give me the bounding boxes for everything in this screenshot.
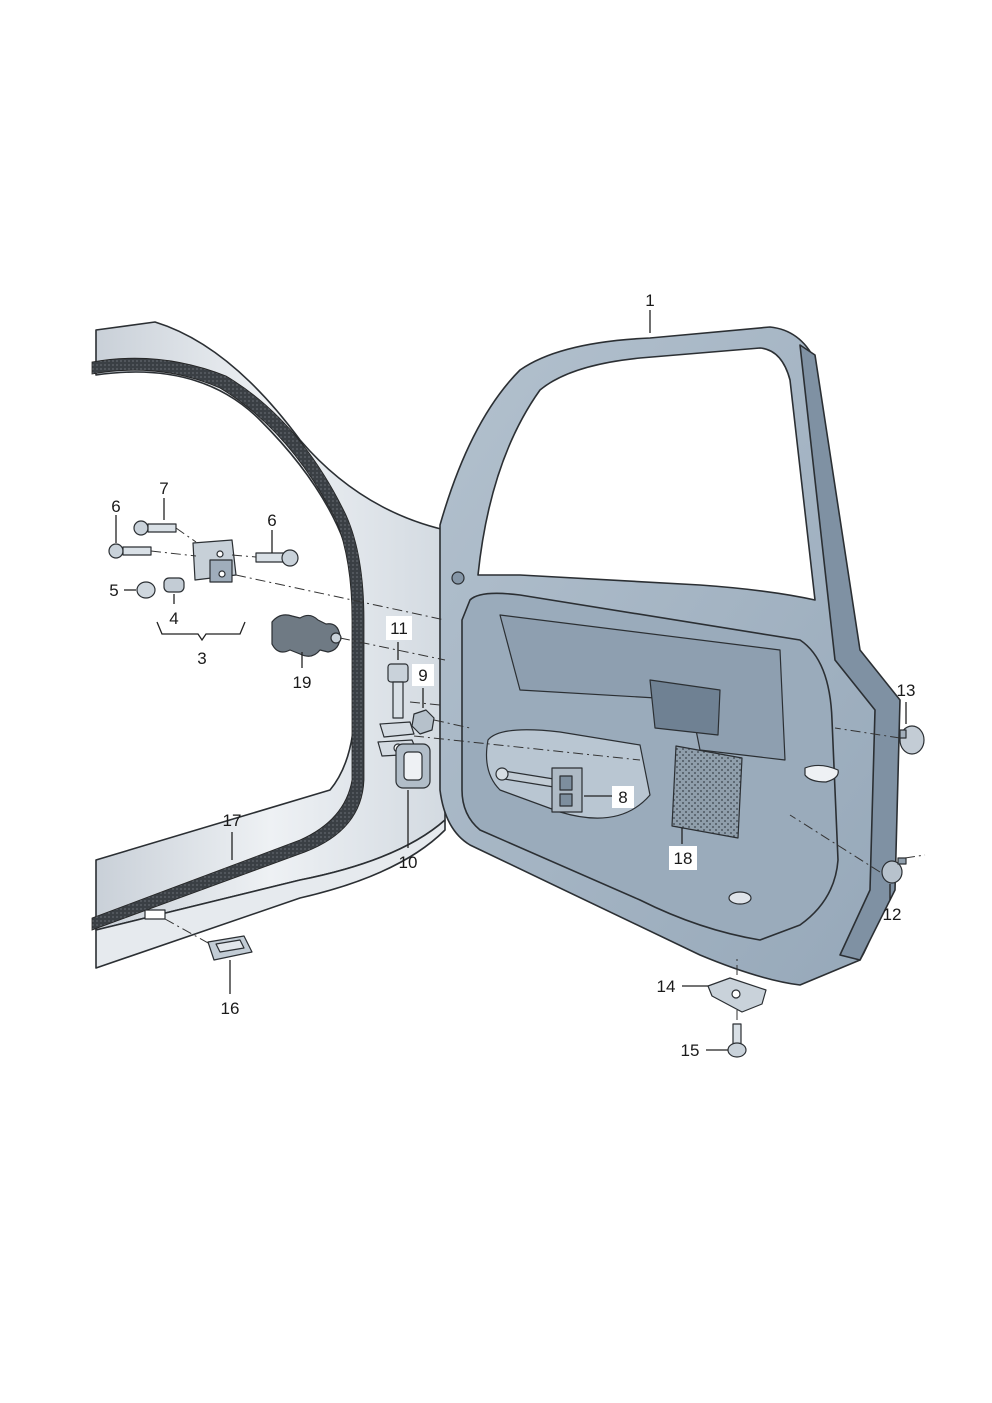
label-part-7: 7	[159, 479, 168, 498]
bumper-12[interactable]	[881, 857, 907, 884]
cap-5[interactable]	[136, 581, 156, 599]
bracket-14[interactable]	[707, 977, 767, 1013]
door-shell[interactable]	[439, 326, 901, 986]
label-part-16: 16	[221, 999, 240, 1018]
door-seal-17	[91, 357, 365, 931]
label-part-5: 5	[109, 581, 118, 600]
clip-16[interactable]	[207, 935, 253, 961]
label-part-13: 13	[897, 681, 916, 700]
sound-pad-18[interactable]	[671, 745, 743, 839]
label-part-10: 10	[399, 853, 418, 872]
label-part-11: 11	[390, 619, 408, 638]
label-part-17: 17	[223, 811, 242, 830]
leader-lines	[115, 310, 907, 1051]
bolt-6-left[interactable]	[108, 543, 152, 559]
plug-13[interactable]	[899, 725, 925, 755]
label-part-15: 15	[681, 1041, 700, 1060]
bolt-6-right[interactable]	[255, 549, 299, 567]
label-part-6-right: 6	[267, 511, 276, 530]
label-part-12: 12	[883, 905, 902, 924]
grommet-19[interactable]	[271, 614, 342, 657]
plug-10[interactable]	[395, 743, 431, 789]
label-part-14: 14	[657, 977, 676, 996]
bolt-7[interactable]	[133, 520, 177, 536]
label-part-19: 19	[293, 673, 312, 692]
label-part-18: 18	[674, 849, 693, 868]
label-part-1: 1	[645, 291, 654, 310]
screw-15[interactable]	[727, 1023, 747, 1058]
hinge-3[interactable]	[192, 539, 237, 583]
label-part-3: 3	[197, 649, 206, 668]
nut-9[interactable]	[411, 709, 435, 735]
label-part-9: 9	[418, 666, 427, 685]
alignment-lines	[150, 527, 926, 1024]
label-part-4: 4	[169, 609, 178, 628]
label-part-8: 8	[618, 788, 627, 807]
door-check-8[interactable]	[495, 767, 583, 813]
pin-4[interactable]	[163, 577, 185, 593]
label-part-6-left: 6	[111, 497, 120, 516]
sill-cutout	[144, 909, 166, 920]
bolt-11[interactable]	[387, 663, 409, 719]
part-labels: 1 3 4 5 6 6 7 8 9 10 11 12 13 14 15 16 1…	[109, 291, 915, 1060]
